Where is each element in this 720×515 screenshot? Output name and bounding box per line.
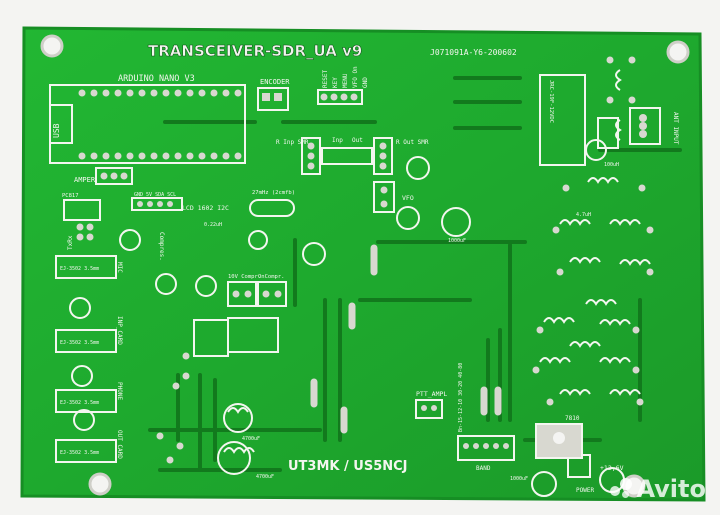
- label-key: KEY: [332, 77, 339, 88]
- label-ind-100: 100uH: [604, 162, 619, 168]
- label-power: POWER: [576, 487, 594, 494]
- label-c-1000b: 1000uF: [510, 476, 528, 482]
- label-r-inp: R Inp SMR: [276, 139, 309, 146]
- label-jack-3: EJ-3502 3.5mm: [60, 400, 99, 406]
- label-arduino: ARDUINO NANO V3: [118, 74, 195, 84]
- label-gnd: GND: [362, 77, 369, 88]
- label-ind-47: 4.7uH: [576, 212, 591, 218]
- resistor-pads: [310, 244, 502, 434]
- label-out: Out: [352, 137, 363, 144]
- label-ind-22: 0.22uH: [204, 222, 222, 228]
- avito-watermark: Avito: [610, 475, 706, 503]
- lpf-inductors: [223, 69, 651, 454]
- label-crystal: 27mHz (2cmfb): [252, 190, 295, 196]
- header-pads: [76, 93, 647, 449]
- label-mic: MIC: [116, 262, 123, 273]
- header-connectors: [55, 74, 661, 478]
- avito-logo-icon: [610, 478, 633, 500]
- label-band: BAND: [476, 465, 491, 472]
- label-ptt: PTT_AMPL: [416, 390, 447, 398]
- label-jack-4: EJ-3502 3.5mm: [60, 450, 99, 456]
- label-out-card: OUT_CARD: [116, 430, 123, 459]
- label-gnd-5v: GND 5V SDA SCL: [134, 192, 176, 198]
- label-r-out: R Out SMR: [396, 139, 429, 146]
- label-usb: USB: [52, 123, 61, 138]
- label-phone: PHONE: [116, 382, 123, 400]
- label-c-1000a: 1000uF: [448, 238, 466, 244]
- label-c-4700a: 4700uF: [242, 436, 260, 442]
- label-encoder: ENCODER: [260, 78, 290, 86]
- board-credit: UT3MK / US5NCJ: [288, 459, 408, 474]
- label-vfo-on: VFO On: [352, 66, 359, 88]
- board-code: J071091A-Y6-200602: [430, 48, 517, 57]
- label-volt: +12,6V: [600, 464, 624, 472]
- label-menu: MENU: [342, 73, 349, 88]
- label-comp2: OnCompr.: [258, 274, 285, 280]
- board-title: TRANSCEIVER-SDR_UA v9: [148, 42, 362, 60]
- label-reg: 7810: [565, 415, 580, 422]
- label-pc817: PC817: [62, 193, 79, 199]
- label-ant: ANT INPUT: [672, 112, 679, 145]
- pcb-board: [20, 26, 706, 502]
- crystal-outline: [249, 199, 295, 217]
- label-txrx: TxRx: [67, 235, 74, 250]
- label-jack-2: EJ-3502 3.5mm: [60, 340, 99, 346]
- voltage-regulator-pad: [535, 423, 583, 459]
- label-rel: JRC-19F-12VDC: [548, 80, 554, 123]
- avito-watermark-text: Avito: [636, 475, 706, 503]
- label-band-pins: Bn-15-12-10 30-20 40-80: [458, 363, 464, 432]
- arduino-nano-footprint: [49, 84, 246, 164]
- label-inp-card: INP_CARD: [116, 316, 123, 345]
- label-compress: Compres.: [158, 232, 165, 261]
- label-vfo: VFO: [402, 194, 414, 202]
- label-reset: RESET: [322, 70, 329, 88]
- electrolytic-capacitors: [69, 139, 625, 497]
- label-comp1: 10V Compr.: [228, 274, 261, 280]
- label-inp: Inp: [332, 137, 343, 144]
- label-c-4700b: 4700uF: [256, 474, 274, 480]
- label-amper: AMPER: [74, 176, 96, 184]
- label-lcd: LCD 1602 I2C: [182, 204, 229, 212]
- label-jack-1: EJ-3502 3.5mm: [60, 266, 99, 272]
- lpf-pads: [156, 56, 654, 464]
